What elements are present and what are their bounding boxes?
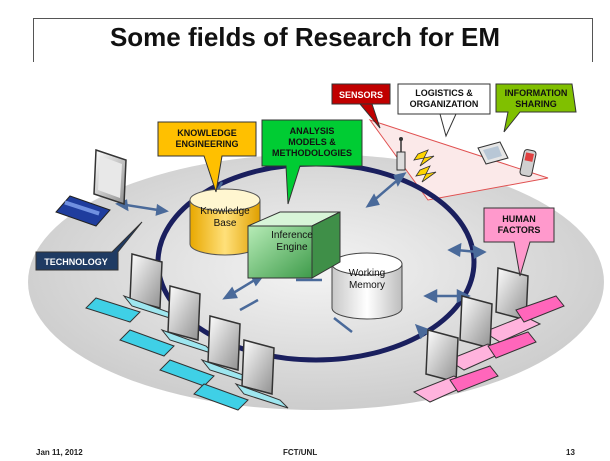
workstation-left-2 [119, 285, 215, 357]
slide-frame-right [592, 18, 593, 62]
antenna-icon [396, 137, 406, 171]
technology-label: TECHNOLOGY [44, 257, 108, 267]
technology-callout: TECHNOLOGY [35, 221, 143, 271]
sensors-label: SENSORS [339, 90, 383, 100]
phone-device-icon [519, 149, 537, 177]
workstation-left-1 [85, 253, 177, 323]
slide-title: Some fields of Research for EM [109, 22, 501, 52]
footer-page-number: 13 [566, 448, 575, 457]
lightning-icon [413, 149, 437, 183]
pda-device-icon [477, 141, 509, 165]
slide-frame-left [33, 18, 34, 62]
sensors-callout: SENSORS [331, 83, 391, 129]
workstation-top-left [55, 148, 127, 227]
logistics-label: LOGISTICS &ORGANIZATION [410, 88, 479, 109]
footer-date: Jan 11, 2012 [36, 448, 83, 457]
slide-frame-top [33, 18, 593, 19]
logistics-callout: LOGISTICS &ORGANIZATION [397, 83, 491, 138]
workstation-right-2 [446, 295, 537, 371]
workstation-right-1 [482, 267, 565, 343]
workstation-left-3 [159, 315, 255, 387]
footer-center: FCT/UNL [283, 448, 318, 457]
workstation-right-3 [412, 329, 499, 403]
workstation-left-4 [193, 339, 289, 411]
